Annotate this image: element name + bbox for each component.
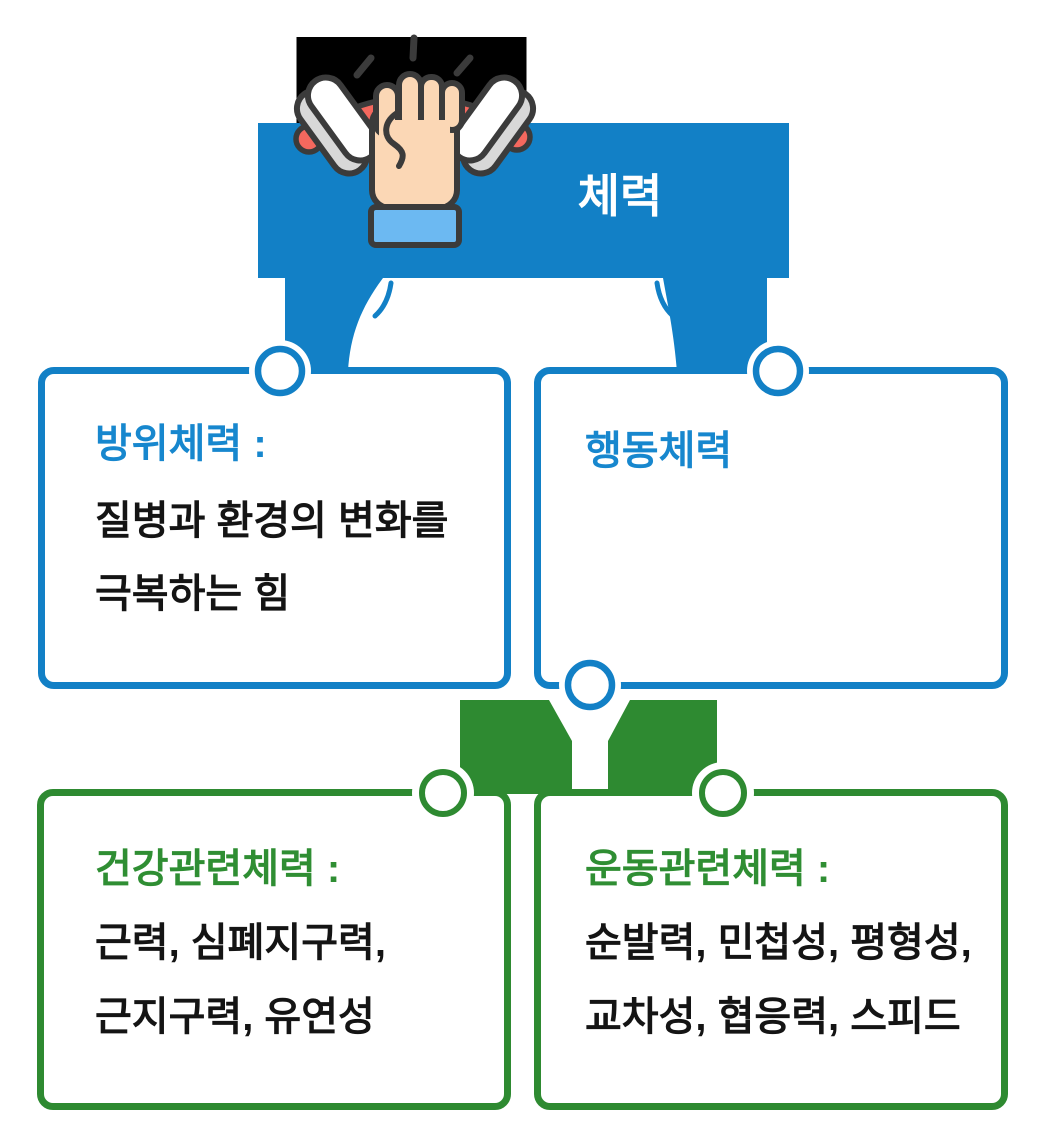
node-action-box — [534, 367, 1008, 689]
node-motor-box — [534, 789, 1008, 1110]
green-branch-left — [460, 700, 572, 794]
fist-dumbbell-icon — [293, 34, 537, 248]
right-leg-flourish — [654, 280, 676, 319]
green-branch-right — [608, 700, 717, 794]
left-leg-flourish — [372, 280, 394, 319]
node-health-line: 근력, 심폐지구력, — [95, 921, 386, 965]
icon-background-square — [296, 37, 527, 123]
node-motor-title: 운동관련체력 : — [585, 847, 831, 891]
node-health-box — [37, 789, 511, 1110]
node-motor-line: 교차성, 협응력, 스피드 — [585, 995, 961, 1039]
node-defense-title: 방위체력 : — [95, 422, 267, 466]
connector-right-leg — [663, 278, 767, 372]
header-bar — [258, 123, 789, 278]
connector-left-leg — [285, 278, 383, 372]
node-action-title: 행동체력 — [585, 429, 733, 473]
node-health-line: 근지구력, 유연성 — [95, 995, 375, 1039]
header-title: 체력 — [577, 170, 663, 222]
node-motor-line: 순발력, 민첩성, 평형성, — [585, 921, 972, 965]
node-defense-line: 극복하는 힘 — [95, 572, 291, 616]
node-defense-line: 질병과 환경의 변화를 — [95, 499, 449, 543]
node-health-title: 건강관련체력 : — [95, 847, 341, 891]
